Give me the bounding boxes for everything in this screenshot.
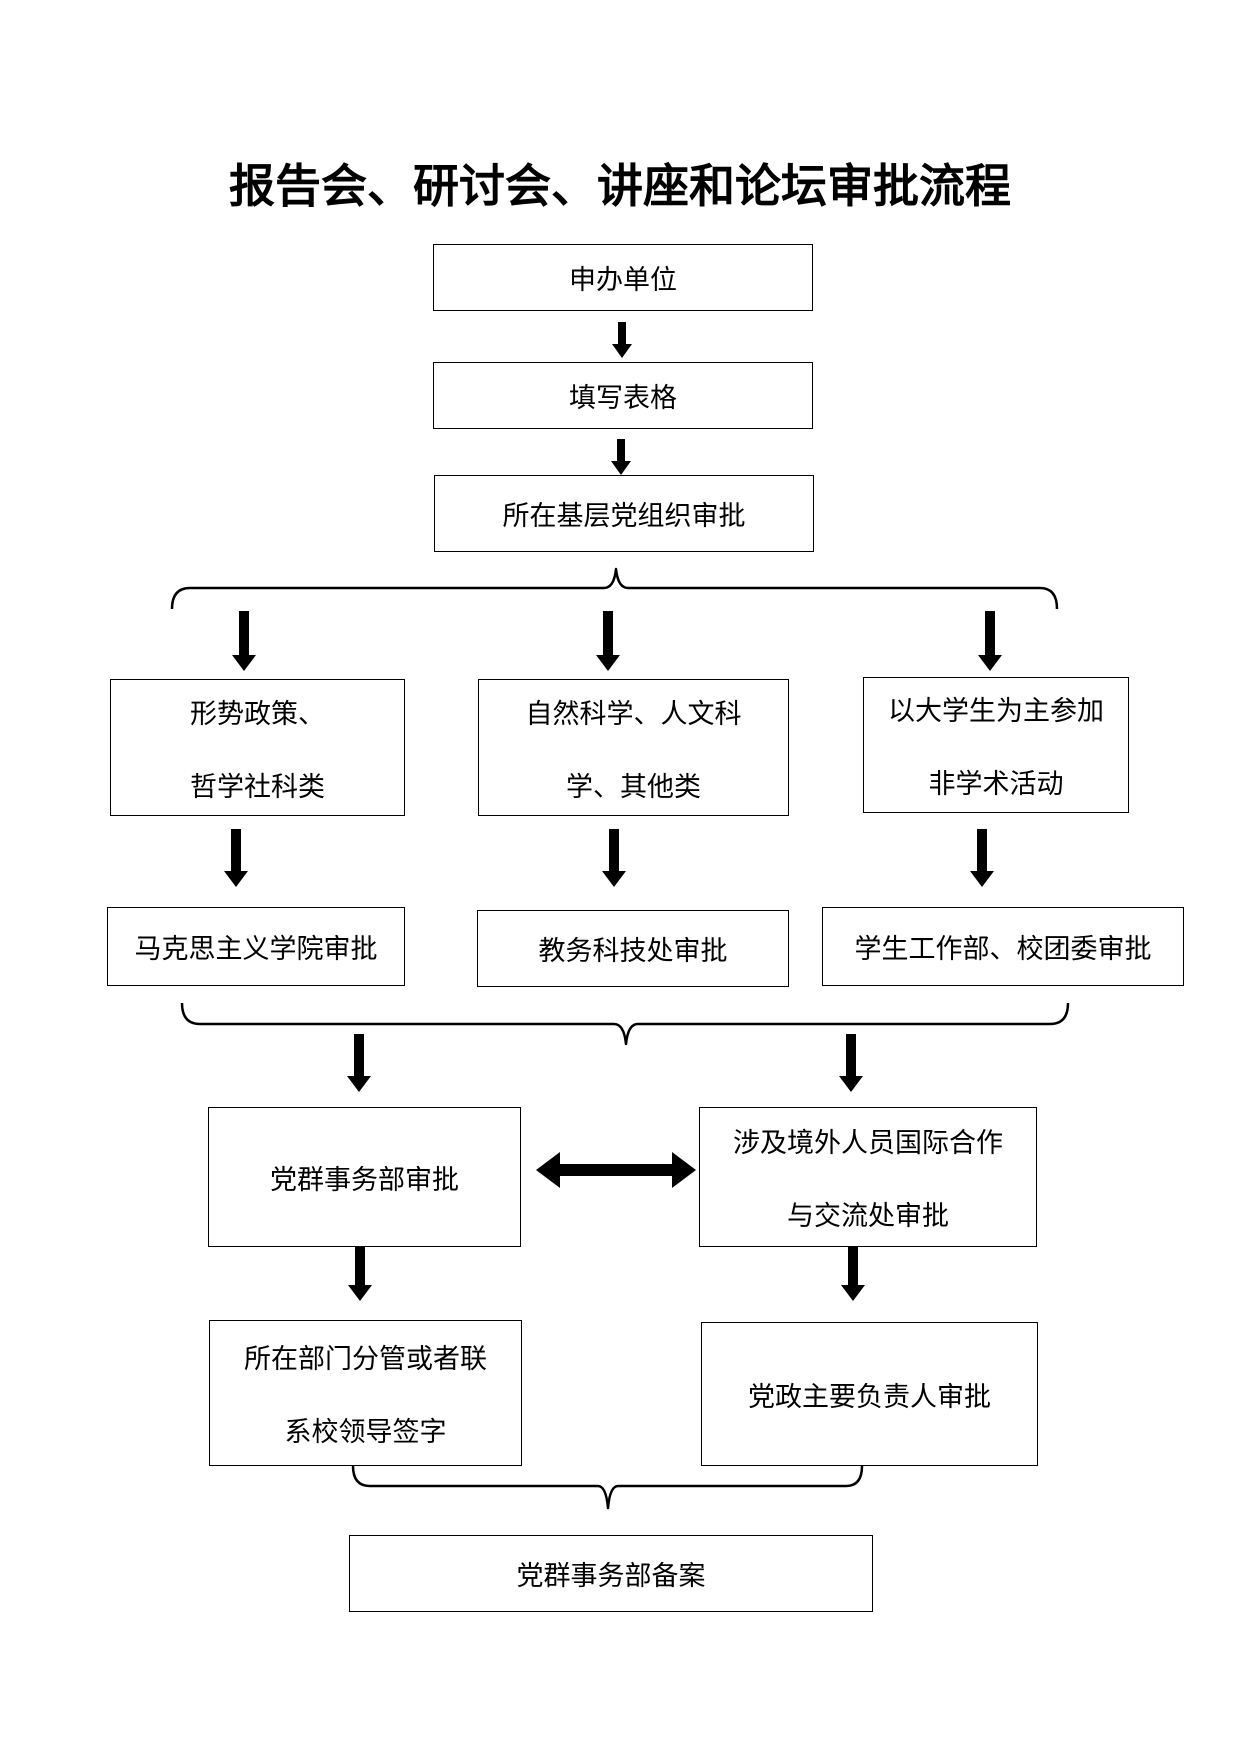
approve-student-affairs-label: 学生工作部、校团委审批: [854, 934, 1152, 965]
foreign-cooperation-line1: 涉及境外人员国际合作: [733, 1128, 1003, 1159]
arrow-down-5: [978, 611, 1002, 671]
approve-academic-box: 教务科技处审批: [477, 910, 789, 987]
approve-marxism-label: 马克思主义学院审批: [134, 934, 378, 965]
category-politics-box: 形势政策、 哲学社科类: [110, 679, 405, 816]
category-student-line1: 以大学生为主参加: [888, 696, 1104, 727]
step-party-org-label: 所在基层党组织审批: [502, 501, 746, 532]
category-science-line1: 自然科学、人文科: [525, 698, 742, 730]
party-affairs-record-label: 党群事务部备案: [516, 1561, 706, 1592]
arrow-down-6: [224, 829, 248, 887]
step-fill-form-box: 填写表格: [433, 362, 813, 429]
category-student-box: 以大学生为主参加 非学术活动: [863, 677, 1129, 813]
brace-top: [170, 567, 1059, 610]
party-affairs-approval-label: 党群事务部审批: [270, 1164, 459, 1196]
page-title: 报告会、研讨会、讲座和论坛审批流程: [229, 159, 1011, 213]
foreign-cooperation-box: 涉及境外人员国际合作 与交流处审批: [699, 1107, 1037, 1247]
dept-leader-sign-line1: 所在部门分管或者联: [244, 1344, 487, 1375]
arrow-down-10: [839, 1034, 863, 1092]
party-gov-leader-label: 党政主要负责人审批: [748, 1381, 991, 1413]
party-affairs-approval-box: 党群事务部审批: [208, 1107, 521, 1247]
step-fill-form-label: 填写表格: [569, 383, 677, 414]
dept-leader-sign-line2: 系校领导签字: [284, 1417, 447, 1448]
brace-bottom: [351, 1465, 864, 1510]
party-affairs-record-box: 党群事务部备案: [349, 1535, 873, 1612]
brace-middle: [180, 1002, 1070, 1046]
step-applicant-label: 申办单位: [569, 265, 677, 296]
double-arrow: [536, 1152, 696, 1188]
arrow-down-12: [841, 1245, 865, 1301]
arrow-down-11: [348, 1245, 372, 1301]
approve-academic-label: 教务科技处审批: [538, 936, 728, 967]
arrow-down-7: [602, 829, 626, 887]
approve-student-affairs-box: 学生工作部、校团委审批: [822, 907, 1184, 986]
party-gov-leader-box: 党政主要负责人审批: [701, 1322, 1038, 1466]
arrow-down-4: [596, 611, 620, 671]
category-science-box: 自然科学、人文科 学、其他类: [478, 679, 789, 816]
category-student-line2: 非学术活动: [928, 769, 1064, 800]
arrow-down-3: [232, 611, 256, 671]
step-applicant-box: 申办单位: [433, 244, 813, 311]
approve-marxism-box: 马克思主义学院审批: [107, 907, 405, 986]
dept-leader-sign-box: 所在部门分管或者联 系校领导签字: [209, 1320, 522, 1466]
arrow-down-9: [347, 1034, 371, 1092]
category-science-line2: 学、其他类: [566, 771, 701, 803]
arrow-down-8: [970, 829, 994, 887]
arrow-down-2: [611, 439, 631, 475]
foreign-cooperation-line2: 与交流处审批: [787, 1201, 949, 1232]
step-party-org-box: 所在基层党组织审批: [434, 475, 814, 552]
category-politics-line2: 哲学社科类: [190, 771, 325, 803]
category-politics-line1: 形势政策、: [190, 698, 325, 730]
arrow-down-1: [612, 322, 632, 358]
